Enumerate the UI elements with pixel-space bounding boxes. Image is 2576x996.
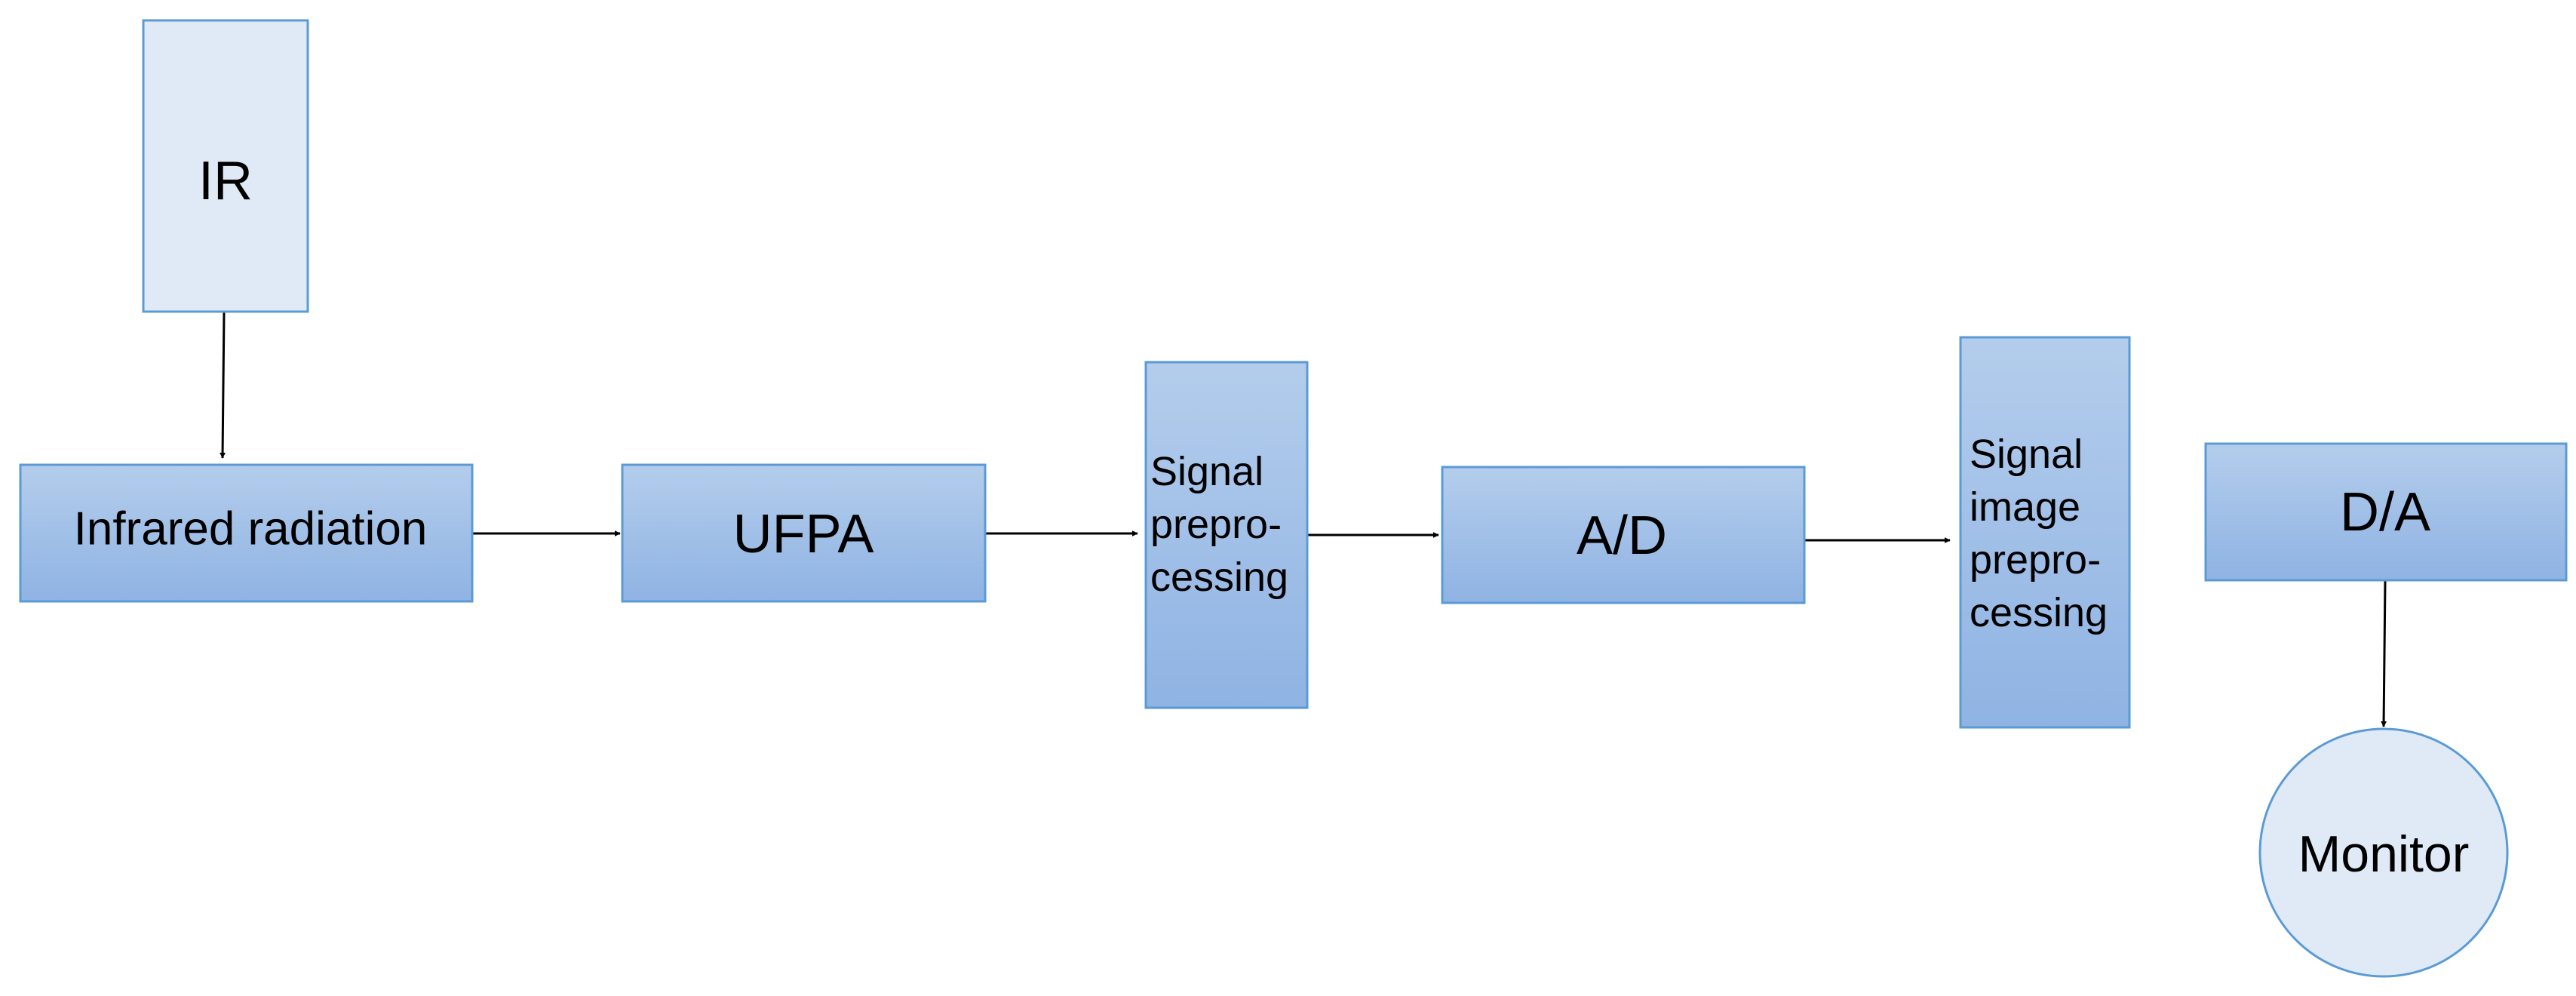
node-ufpa-label: UFPA xyxy=(733,504,874,564)
node-ad: A/D xyxy=(1441,466,1806,604)
node-ad-label: A/D xyxy=(1577,506,1667,566)
node-ufpa: UFPA xyxy=(621,463,987,603)
node-infrared-radiation-label: Infrared radiation xyxy=(74,503,428,555)
label-line: image xyxy=(1970,484,2080,530)
node-da-label: D/A xyxy=(2340,482,2430,543)
node-da: D/A xyxy=(2204,442,2568,582)
edges xyxy=(220,312,2387,727)
label-line: prepro- xyxy=(1970,537,2101,583)
label-line: Signal xyxy=(1970,432,2083,477)
label-line: Signal xyxy=(1150,449,1263,494)
label-line: cessing xyxy=(1970,590,2108,635)
node-signal-image-preprocessing-label: Signal image prepro-cessing xyxy=(1970,432,2108,635)
node-monitor-label: Monitor xyxy=(2298,825,2470,883)
label-line: prepro- xyxy=(1150,502,1282,547)
node-ir: IR xyxy=(142,19,309,313)
node-signal-preprocessing: Signal prepro-cessing xyxy=(1144,361,1309,709)
node-signal-image-preprocessing: Signal image prepro-cessing xyxy=(1959,336,2131,729)
edge-ir-to-infrared-radiation xyxy=(220,312,226,459)
node-monitor: Monitor xyxy=(2258,727,2509,978)
nodes: IR Infrared radiation UFPA Signal prepro-… xyxy=(19,19,2568,978)
node-signal-preprocessing-label: Signal prepro-cessing xyxy=(1150,449,1288,600)
node-ir-label: IR xyxy=(198,151,253,211)
node-infrared-radiation: Infrared radiation xyxy=(19,463,474,603)
edge-da-to-monitor xyxy=(2381,580,2387,727)
label-line: cessing xyxy=(1150,555,1288,600)
